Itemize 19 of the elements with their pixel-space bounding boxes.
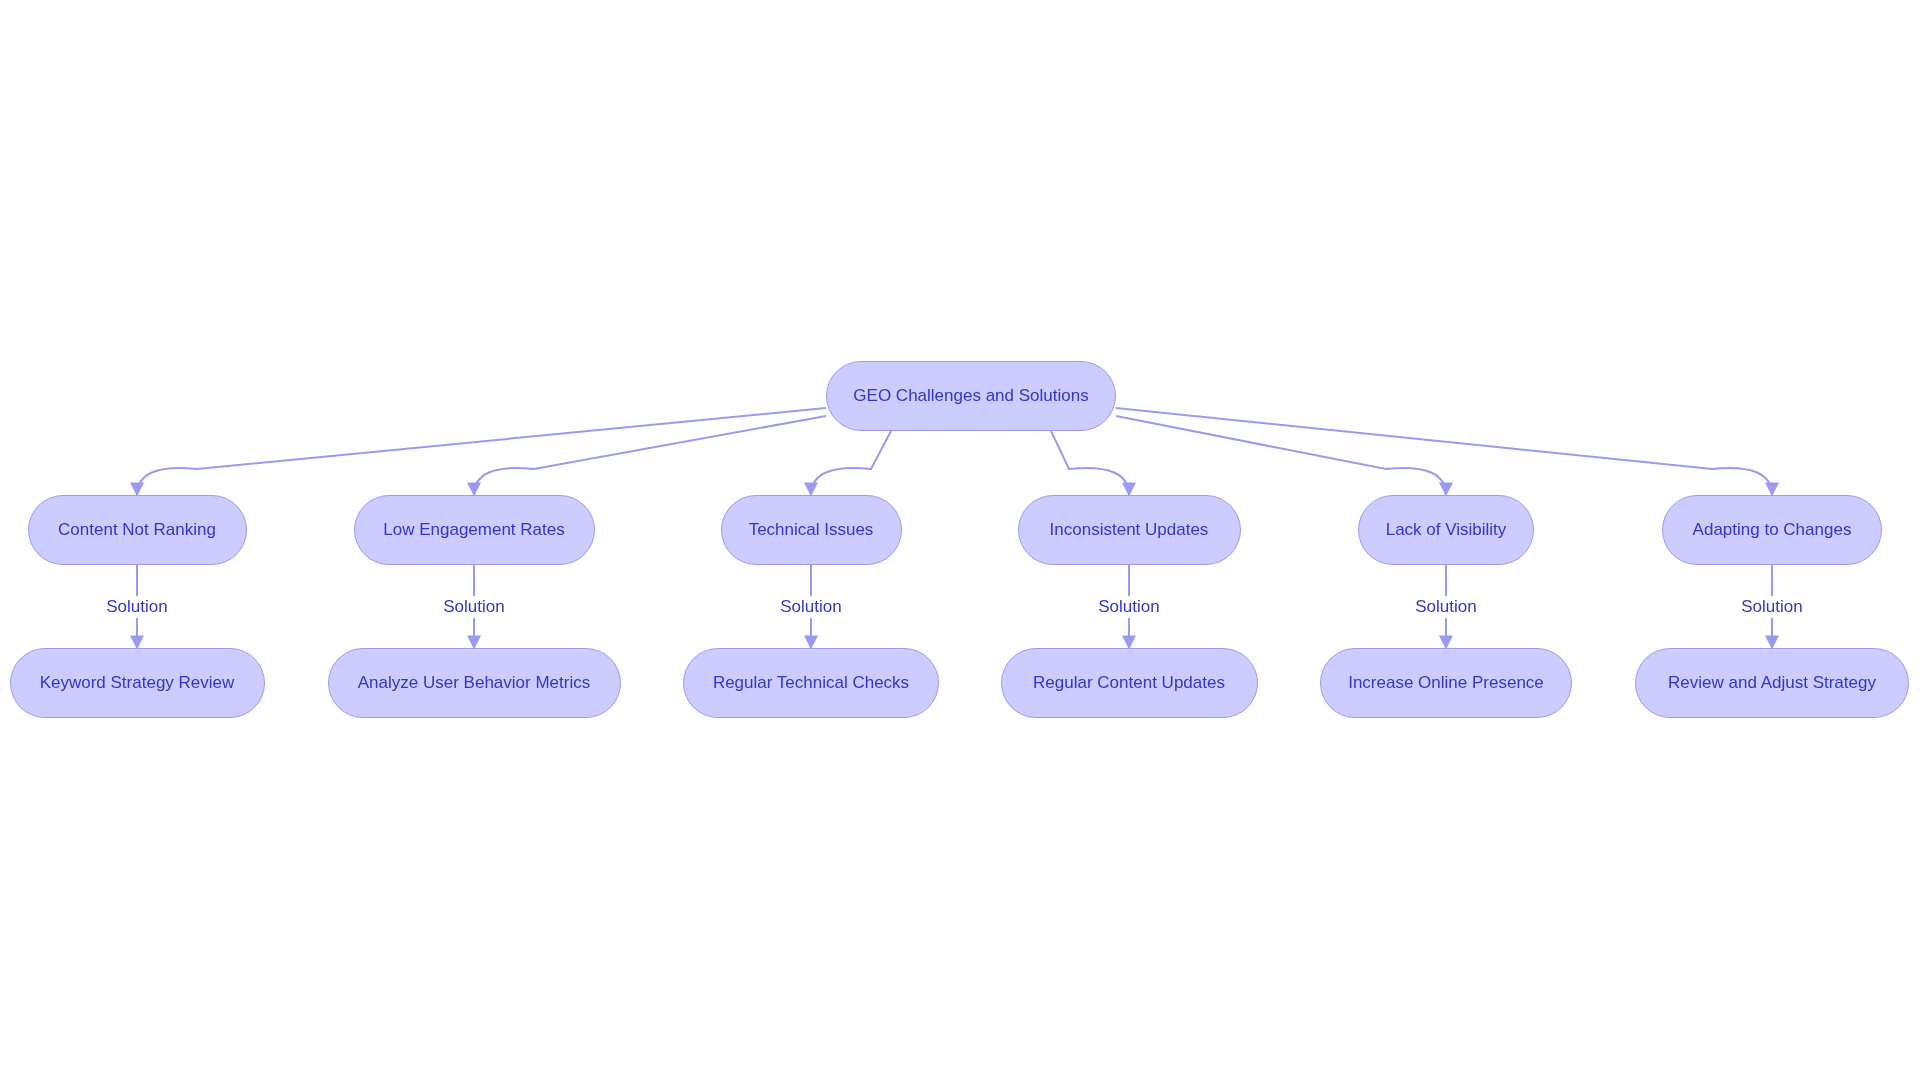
arrow bbox=[131, 407, 827, 497]
process-node: Review and Adjust Strategy bbox=[1635, 648, 1909, 718]
arrow bbox=[1050, 430, 1135, 497]
process-node: Regular Content Updates bbox=[1000, 648, 1258, 718]
arrow bbox=[805, 430, 892, 497]
process-node: Technical Issues bbox=[720, 495, 902, 565]
process-node: Analyze User Behavior Metrics bbox=[327, 648, 621, 718]
process-node: Low Engagement Rates bbox=[353, 495, 595, 565]
process-node: Lack of Visibility bbox=[1358, 495, 1534, 565]
process-node: Regular Technical Checks bbox=[683, 648, 939, 718]
root-node: GEO Challenges and Solutions bbox=[826, 361, 1116, 431]
process-node: Increase Online Presence bbox=[1320, 648, 1572, 718]
arrow bbox=[1115, 407, 1778, 497]
process-node: Inconsistent Updates bbox=[1017, 495, 1241, 565]
process-node: Keyword Strategy Review bbox=[9, 648, 265, 718]
arrow bbox=[468, 415, 827, 497]
process-node: Adapting to Changes bbox=[1662, 495, 1882, 565]
process-node: Content Not Ranking bbox=[27, 495, 247, 565]
arrow bbox=[1115, 415, 1452, 497]
